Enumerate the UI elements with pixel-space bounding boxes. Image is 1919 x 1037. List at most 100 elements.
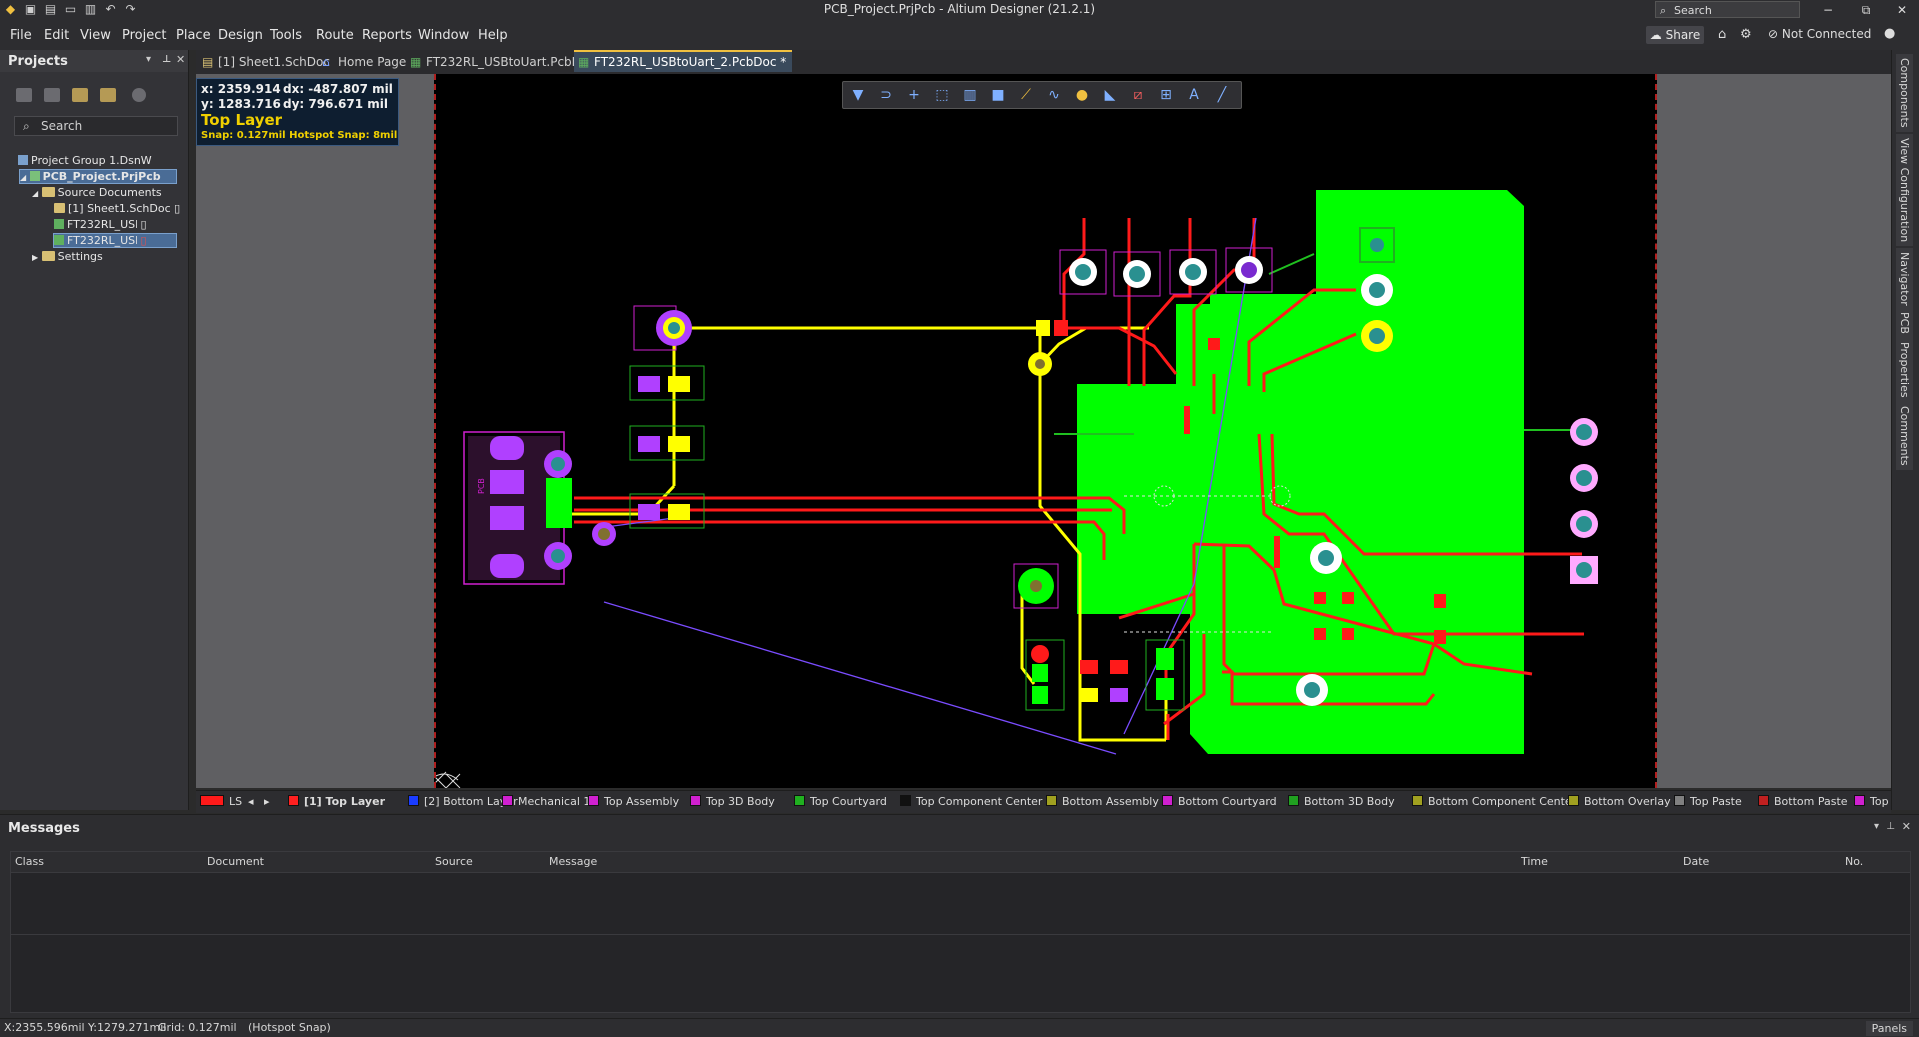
column-number[interactable]: No. — [1845, 855, 1864, 868]
dock-tab-properties[interactable]: Properties — [1896, 338, 1913, 402]
pin-icon[interactable]: ⊥ — [1886, 821, 1895, 832]
tree-item-sheet1[interactable]: [1] Sheet1.SchDoc ▯ — [54, 202, 180, 215]
dimension-icon[interactable]: ⊞ — [1160, 87, 1172, 103]
layer-tab-5[interactable]: Top Courtyard — [794, 795, 887, 808]
tree-item-pcbdoc-1[interactable]: FT232RL_USBtoUart.PcbDoc ▯ — [54, 218, 147, 231]
save-all-icon[interactable]: ▤ — [44, 2, 57, 16]
home-icon[interactable]: ⌂ — [1718, 27, 1727, 42]
panels-button[interactable]: Panels — [1865, 1021, 1913, 1036]
undo-icon[interactable]: ↶ — [105, 2, 116, 16]
dock-tab-navigator[interactable]: Navigator — [1896, 248, 1913, 310]
pad-icon[interactable]: ● — [1075, 87, 1089, 103]
layer-tab-8[interactable]: Bottom Courtyard — [1162, 795, 1277, 808]
close-folder-icon[interactable] — [100, 88, 116, 102]
add-icon[interactable]: + — [908, 87, 920, 103]
pin-icon[interactable]: ⊥ — [162, 54, 172, 65]
layer-tab-9[interactable]: Bottom 3D Body — [1288, 795, 1395, 808]
keepout-icon[interactable]: ⧄ — [1133, 87, 1143, 103]
restore-button[interactable]: ⧉ — [1861, 3, 1871, 17]
layer-tab-11[interactable]: Bottom Overlay — [1568, 795, 1671, 808]
tab-ft232rl-2-pcbdoc[interactable]: ▦FT232RL_USBtoUart_2.PcbDoc * — [574, 50, 793, 72]
messages-table[interactable]: Class Document Source Message Time Date … — [10, 851, 1911, 1013]
save-icon[interactable]: ▣ — [24, 2, 37, 16]
polygon-icon[interactable]: ◣ — [1104, 87, 1116, 103]
layer-tab-6[interactable]: Top Component Center — [900, 795, 1042, 808]
tab-sheet1-schdoc[interactable]: ▤[1] Sheet1.SchDoc — [198, 52, 336, 72]
layer-tab-12[interactable]: Top Paste — [1674, 795, 1742, 808]
snap-icon[interactable]: ⊃ — [880, 87, 892, 103]
column-document[interactable]: Document — [207, 855, 264, 868]
menu-view[interactable]: View — [80, 28, 111, 43]
compile-icon[interactable] — [44, 88, 60, 102]
layer-tab-7[interactable]: Bottom Assembly — [1046, 795, 1159, 808]
dock-tab-pcb[interactable]: PCB — [1896, 308, 1913, 338]
tree-item-pcb-project[interactable]: ◢ PCB_Project.PrjPcb — [19, 169, 177, 184]
column-date[interactable]: Date — [1683, 855, 1710, 868]
column-source[interactable]: Source — [435, 855, 473, 868]
menu-file[interactable]: File — [10, 28, 32, 43]
tree-item-project-group[interactable]: Project Group 1.DsnW — [18, 154, 152, 167]
column-message[interactable]: Message — [549, 855, 598, 868]
layer-set-button[interactable]: LS — [200, 795, 242, 808]
layer-tab-14[interactable]: Top — [1854, 795, 1889, 808]
layer-tab-3[interactable]: Top Assembly — [588, 795, 679, 808]
align-icon[interactable]: ▥ — [963, 87, 977, 103]
panel-close-icon[interactable]: ✕ — [176, 53, 186, 66]
user-icon[interactable]: ● — [1884, 26, 1896, 41]
global-search-input[interactable]: ⌕ Search — [1655, 1, 1800, 18]
column-time[interactable]: Time — [1521, 855, 1548, 868]
menu-design[interactable]: Design — [218, 28, 263, 43]
pcb-canvas[interactable]: PCB — [429, 74, 1657, 789]
layer-tab-10[interactable]: Bottom Component Center — [1412, 795, 1576, 808]
filter-icon[interactable]: ▼ — [852, 87, 864, 103]
open-icon[interactable]: ▭ — [64, 2, 77, 16]
panel-menu-icon[interactable]: ▾ — [146, 54, 152, 65]
hud-y: y: 1283.716 — [201, 97, 281, 111]
pcb-drawing[interactable]: PCB — [429, 74, 1657, 789]
redo-icon[interactable]: ↷ — [125, 2, 136, 16]
select-icon[interactable]: ⬚ — [935, 87, 949, 103]
component-icon[interactable]: ■ — [991, 87, 1005, 103]
share-button[interactable]: ☁ Share — [1646, 26, 1704, 44]
projects-search-input[interactable]: ⌕ Search — [14, 116, 178, 136]
menu-project[interactable]: Project — [122, 28, 167, 43]
column-class[interactable]: Class — [15, 855, 44, 868]
menu-window[interactable]: Window — [418, 28, 470, 43]
layer-next-icon[interactable]: ▸ — [264, 795, 270, 808]
tree-item-settings[interactable]: ▶ Settings — [32, 250, 103, 263]
minimize-button[interactable]: − — [1822, 3, 1834, 17]
dock-tab-view-configuration[interactable]: View Configuration — [1896, 134, 1913, 247]
menu-reports[interactable]: Reports — [362, 28, 412, 43]
open-folder-icon[interactable] — [72, 88, 88, 102]
panel-close-icon[interactable]: ✕ — [1901, 820, 1911, 833]
tree-item-source-documents[interactable]: ◢ Source Documents — [32, 186, 162, 199]
layer-tab-4[interactable]: Top 3D Body — [690, 795, 775, 808]
close-button[interactable]: ✕ — [1896, 3, 1908, 17]
layer-tab-13[interactable]: Bottom Paste — [1758, 795, 1848, 808]
text-icon[interactable]: A — [1189, 87, 1199, 103]
tree-item-pcbdoc-2[interactable]: FT232RL_USBtoUart_2.PcbDoc ▯ — [53, 233, 177, 248]
menu-help[interactable]: Help — [478, 28, 508, 43]
differential-pair-icon[interactable]: ∿ — [1048, 87, 1060, 103]
settings-icon[interactable] — [132, 88, 146, 102]
dock-tab-comments[interactable]: Comments — [1896, 402, 1913, 470]
connection-status[interactable]: ⊘ Not Connected — [1768, 27, 1871, 41]
layer-tab-1[interactable]: [2] Bottom Layer — [408, 795, 518, 808]
tab-ft232rl-pcbdoc[interactable]: ▦FT232RL_USBtoUart.PcbDoc — [406, 52, 601, 72]
menu-route[interactable]: Route — [316, 28, 354, 43]
layer-tab-2[interactable]: Mechanical 1 — [502, 795, 590, 808]
layer-tab-0[interactable]: [1] Top Layer — [288, 795, 385, 808]
tab-home-page[interactable]: ⌂Home Page — [318, 52, 412, 72]
route-icon[interactable]: ⟋ — [1021, 87, 1031, 103]
layer-prev-icon[interactable]: ◂ — [248, 795, 254, 808]
save-doc-icon[interactable] — [16, 88, 32, 102]
open-project-icon[interactable]: ▥ — [84, 2, 97, 16]
panel-menu-icon[interactable]: ▾ — [1873, 821, 1879, 832]
dock-tab-components[interactable]: Components — [1896, 54, 1913, 132]
gear-icon[interactable]: ⚙ — [1740, 27, 1752, 42]
menu-tools[interactable]: Tools — [270, 28, 303, 43]
menu-edit[interactable]: Edit — [44, 28, 70, 43]
layer-tab-label: Top Courtyard — [810, 795, 887, 808]
menu-place[interactable]: Place — [176, 28, 211, 43]
line-icon[interactable]: ╱ — [1217, 87, 1227, 103]
